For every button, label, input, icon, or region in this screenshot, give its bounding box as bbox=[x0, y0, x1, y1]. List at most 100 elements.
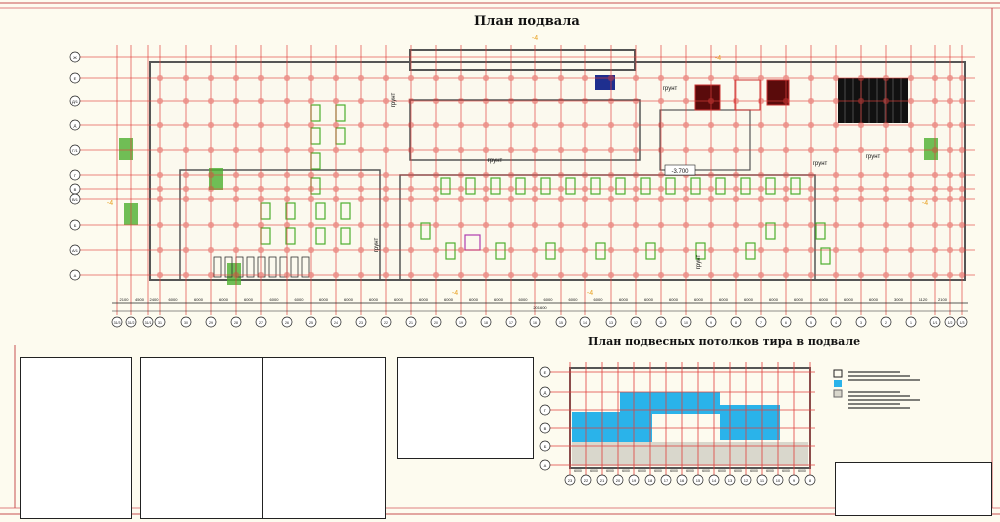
column-node bbox=[233, 186, 239, 192]
axis-bubble bbox=[804, 474, 816, 486]
fixture bbox=[315, 227, 326, 245]
ceiling-axis-label-col: 21 bbox=[600, 478, 605, 483]
column-node bbox=[582, 98, 588, 104]
column-node bbox=[733, 186, 739, 192]
axis-bubble bbox=[628, 474, 640, 486]
column-node bbox=[582, 147, 588, 153]
column-node bbox=[483, 98, 489, 104]
fixture bbox=[445, 242, 456, 260]
ceiling-dimension-label: 6000 bbox=[718, 469, 726, 473]
column-node bbox=[508, 75, 514, 81]
column-node bbox=[883, 75, 889, 81]
column-node bbox=[959, 98, 965, 104]
ceiling-dimension-label: 6000 bbox=[606, 469, 614, 473]
ceiling-axis-label-row: А bbox=[544, 463, 547, 468]
axis-bubble bbox=[69, 95, 81, 107]
axis-label-col: 15 bbox=[559, 321, 563, 325]
column-node bbox=[783, 196, 789, 202]
dimension-label: 6000 bbox=[494, 297, 504, 302]
ground-label: грунт bbox=[866, 154, 881, 160]
fixture bbox=[340, 227, 351, 245]
column-node bbox=[608, 196, 614, 202]
axis-bubble bbox=[708, 474, 720, 486]
column-node bbox=[284, 147, 290, 153]
axis-bubble bbox=[305, 316, 317, 328]
column-node bbox=[783, 98, 789, 104]
axis-bubble bbox=[405, 316, 417, 328]
ceiling-axis-label-col: 9 bbox=[793, 478, 796, 483]
axis-bubble bbox=[69, 169, 81, 181]
column-node bbox=[258, 147, 264, 153]
column-node bbox=[758, 272, 764, 278]
dimension-label: 3000 bbox=[894, 297, 904, 302]
column-node bbox=[883, 122, 889, 128]
axis-bubble bbox=[539, 459, 551, 471]
ground-label: грунт bbox=[696, 254, 702, 269]
column-node bbox=[683, 186, 689, 192]
column-node bbox=[858, 186, 864, 192]
column-node bbox=[783, 147, 789, 153]
column-node bbox=[808, 122, 814, 128]
stairs bbox=[924, 138, 938, 160]
dimension-label: 2100 bbox=[938, 297, 948, 302]
column-node bbox=[708, 172, 714, 178]
column-node bbox=[658, 172, 664, 178]
column-node bbox=[883, 272, 889, 278]
axis-label-row: Ж bbox=[73, 55, 77, 60]
ground-label: грунт bbox=[488, 158, 503, 164]
column-node bbox=[947, 222, 953, 228]
column-node bbox=[883, 186, 889, 192]
ground-label: грунт bbox=[374, 237, 380, 252]
axis-bubble bbox=[539, 366, 551, 378]
column-node bbox=[633, 147, 639, 153]
equipment-block bbox=[595, 75, 615, 90]
dimension-label: 6000 bbox=[194, 297, 204, 302]
column-node bbox=[808, 247, 814, 253]
column-node bbox=[733, 122, 739, 128]
ceiling-axis-label-row: Г bbox=[544, 408, 547, 413]
dimension-label: 6000 bbox=[694, 297, 704, 302]
section-mark: -4 bbox=[532, 35, 538, 42]
column-node bbox=[208, 172, 214, 178]
column-node bbox=[483, 147, 489, 153]
section-mark: -4 bbox=[922, 200, 928, 207]
column-node bbox=[959, 222, 965, 228]
column-node bbox=[308, 147, 314, 153]
column-node bbox=[408, 75, 414, 81]
dimension-label: 6000 bbox=[594, 297, 604, 302]
column-node bbox=[932, 272, 938, 278]
column-node bbox=[183, 247, 189, 253]
column-node bbox=[233, 172, 239, 178]
ceiling-dimension-label: 6000 bbox=[670, 469, 678, 473]
axis-bubble bbox=[880, 316, 892, 328]
axis-label-row: Д bbox=[74, 123, 77, 128]
column-node bbox=[658, 247, 664, 253]
axis-bubble bbox=[580, 474, 592, 486]
column-node bbox=[208, 272, 214, 278]
column-node bbox=[932, 196, 938, 202]
column-node bbox=[408, 247, 414, 253]
axis-label-col: 29 bbox=[209, 321, 213, 325]
column-node bbox=[284, 196, 290, 202]
column-node bbox=[708, 222, 714, 228]
column-node bbox=[358, 98, 364, 104]
axis-label-col: 4 bbox=[835, 321, 837, 325]
axis-bubble bbox=[780, 316, 792, 328]
axis-bubble bbox=[69, 119, 81, 131]
column-node bbox=[947, 122, 953, 128]
ceiling-fill-region bbox=[620, 392, 720, 414]
ceiling-axis-label-col: 17 bbox=[664, 478, 669, 483]
axis-label-col: 21 bbox=[409, 321, 413, 325]
locker bbox=[224, 256, 233, 278]
column-node bbox=[208, 222, 214, 228]
ceiling-axis-label-col: 19 bbox=[632, 478, 637, 483]
level-mark-box bbox=[664, 164, 696, 176]
column-node bbox=[258, 186, 264, 192]
wall-block bbox=[409, 49, 636, 71]
column-node bbox=[658, 196, 664, 202]
ceiling-axis-label-col: 20 bbox=[616, 478, 621, 483]
axis-bubble bbox=[730, 316, 742, 328]
column-node bbox=[658, 122, 664, 128]
column-node bbox=[157, 196, 163, 202]
column-node bbox=[633, 222, 639, 228]
